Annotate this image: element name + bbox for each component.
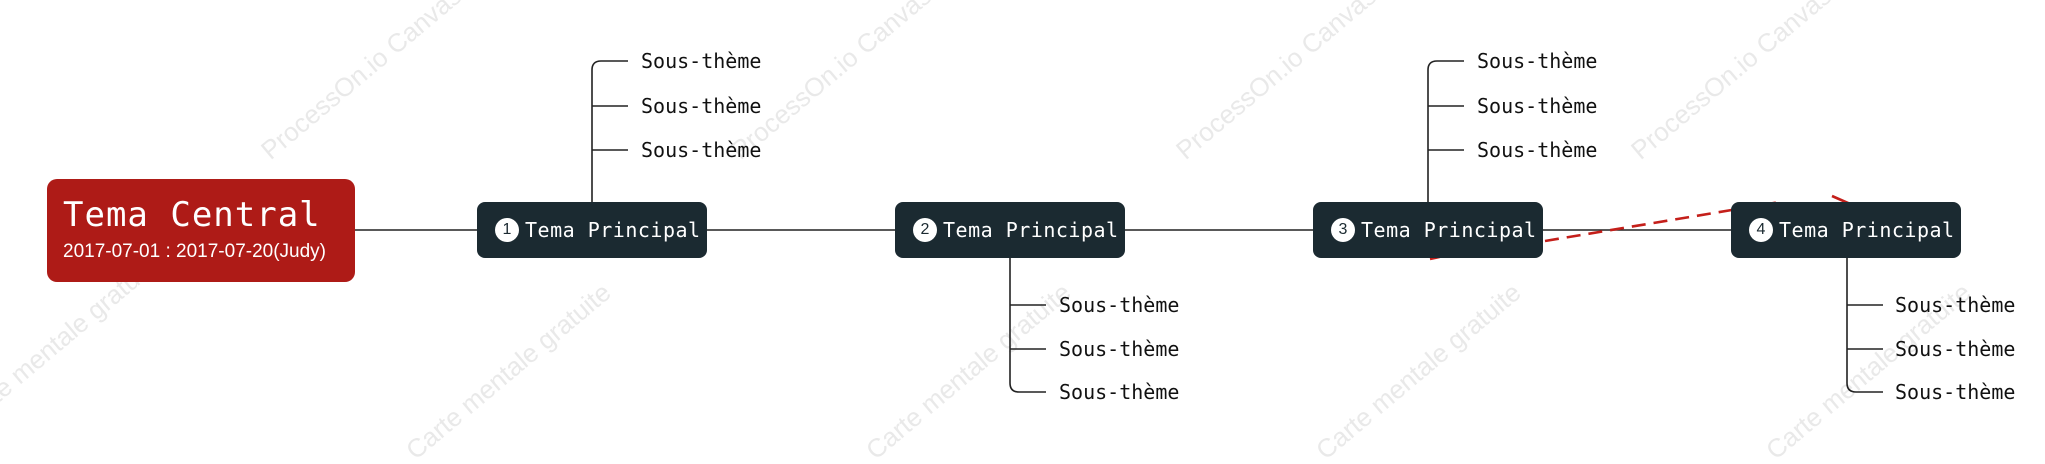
topic-number-badge: 3 bbox=[1331, 218, 1355, 242]
topic-number-badge: 2 bbox=[913, 218, 937, 242]
branch-line bbox=[1427, 60, 1464, 204]
branch-line bbox=[1846, 258, 1883, 393]
topic-number-badge: 4 bbox=[1749, 218, 1773, 242]
branch-line bbox=[1009, 258, 1046, 393]
main-topic-1[interactable]: 1 Tema Principal bbox=[477, 202, 707, 258]
main-topic-2[interactable]: 2 Tema Principal bbox=[895, 202, 1125, 258]
subtopic[interactable]: Sous-thème bbox=[1477, 94, 1598, 118]
subtopic[interactable]: Sous-thème bbox=[1895, 380, 2016, 404]
subtopic[interactable]: Sous-thème bbox=[1477, 49, 1598, 73]
branch-line bbox=[591, 60, 628, 204]
subtopic[interactable]: Sous-thème bbox=[641, 138, 762, 162]
subtopic[interactable]: Sous-thème bbox=[1895, 293, 2016, 317]
central-topic-title: Tema Central bbox=[63, 195, 321, 235]
central-topic-subtitle: 2017-07-01 : 2017-07-20(Judy) bbox=[63, 241, 327, 262]
subtopic[interactable]: Sous-thème bbox=[641, 94, 762, 118]
subtopic[interactable]: Sous-thème bbox=[641, 49, 762, 73]
main-topic-label: Tema Principal bbox=[525, 218, 701, 242]
main-topic-3[interactable]: 3 Tema Principal bbox=[1313, 202, 1543, 258]
main-topic-label: Tema Principal bbox=[943, 218, 1119, 242]
subtopic[interactable]: Sous-thème bbox=[1059, 380, 1180, 404]
subtopic[interactable]: Sous-thème bbox=[1895, 337, 2016, 361]
central-topic[interactable]: Tema Central 2017-07-01 : 2017-07-20(Jud… bbox=[47, 179, 355, 282]
main-topic-label: Tema Principal bbox=[1361, 218, 1537, 242]
main-topic-4[interactable]: 4 Tema Principal bbox=[1731, 202, 1961, 258]
topic-number-badge: 1 bbox=[495, 218, 519, 242]
subtopic[interactable]: Sous-thème bbox=[1477, 138, 1598, 162]
subtopic[interactable]: Sous-thème bbox=[1059, 337, 1180, 361]
main-topic-label: Tema Principal bbox=[1779, 218, 1955, 242]
subtopic[interactable]: Sous-thème bbox=[1059, 293, 1180, 317]
